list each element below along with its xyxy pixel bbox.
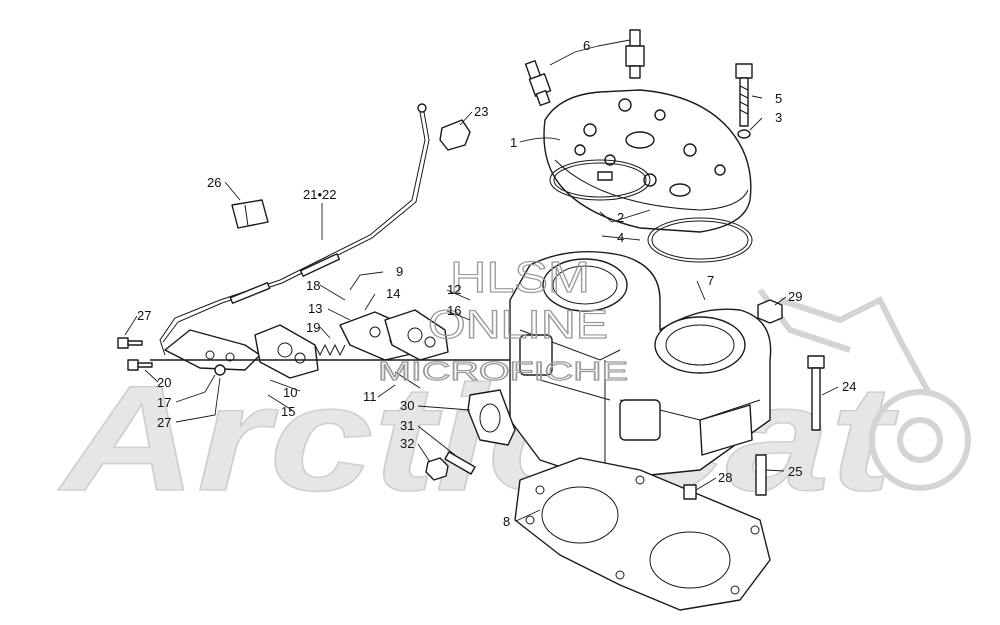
exhaust-gasket-right: [384, 309, 449, 361]
screw-17: [214, 364, 226, 376]
callout-10: 10: [283, 385, 297, 400]
callout-8: 8: [503, 514, 510, 529]
callout-28: 28: [718, 470, 732, 485]
callouts: 1 2 3 4 5 6 7 8 9 10 11 12 13 14 15 16 1…: [137, 38, 856, 529]
callout-5: 5: [775, 91, 782, 106]
callout-27-bottom: 27: [157, 415, 171, 430]
callout-1: 1: [510, 135, 517, 150]
callout-26: 26: [207, 175, 221, 190]
hlsm-watermark: HLSM ONLINE MICROFICHE: [377, 252, 628, 386]
callout-7: 7: [707, 273, 714, 288]
screw-27-top: [117, 337, 143, 349]
callout-4: 4: [617, 230, 624, 245]
valve-spring: [314, 343, 346, 357]
callout-21-22: 21•22: [303, 187, 336, 202]
exhaust-stud: [444, 451, 476, 475]
callout-14: 14: [386, 286, 400, 301]
callout-16: 16: [447, 303, 461, 318]
callout-32: 32: [400, 436, 414, 451]
callout-6: 6: [583, 38, 590, 53]
spark-plug-right: [625, 29, 645, 79]
callout-18: 18: [306, 278, 320, 293]
callout-15: 15: [281, 404, 295, 419]
watermark-line-3: MICROFICHE: [378, 356, 628, 386]
callout-9: 9: [396, 264, 403, 279]
callout-20: 20: [157, 375, 171, 390]
callout-13: 13: [308, 301, 322, 316]
callout-17: 17: [157, 395, 171, 410]
callout-23: 23: [474, 104, 488, 119]
stud: [755, 454, 767, 496]
cable-clamp: [231, 199, 269, 229]
callout-3: 3: [775, 110, 782, 125]
watermark-line-2: ONLINE: [428, 303, 608, 347]
spark-plug-left: [524, 60, 552, 107]
valve-screw: [394, 371, 421, 389]
washer: [737, 129, 751, 139]
exhaust-gasket-left: [254, 324, 319, 379]
callout-29: 29: [788, 289, 802, 304]
callout-31: 31: [400, 418, 414, 433]
head-o-rings: [549, 159, 753, 263]
flange-nut: [757, 299, 783, 324]
screw-20: [127, 359, 153, 371]
head-bolt: [735, 63, 753, 139]
dowel-pin: [683, 484, 697, 500]
exhaust-nut: [425, 457, 449, 481]
valve-cable: [159, 103, 430, 356]
cable-clip: [439, 119, 471, 151]
callout-11: 11: [363, 389, 377, 404]
callout-25: 25: [788, 464, 802, 479]
callout-19: 19: [306, 320, 320, 335]
base-gasket: [514, 457, 771, 611]
callout-2: 2: [617, 210, 624, 225]
leader-lines: [124, 39, 839, 522]
callout-12: 12: [447, 282, 461, 297]
callout-30: 30: [400, 398, 414, 413]
callout-24: 24: [842, 379, 856, 394]
callout-27-top: 27: [137, 308, 151, 323]
cylinder-block: [509, 251, 772, 481]
stud-bolt: [807, 355, 825, 431]
watermark-line-1: HLSM: [450, 253, 590, 302]
